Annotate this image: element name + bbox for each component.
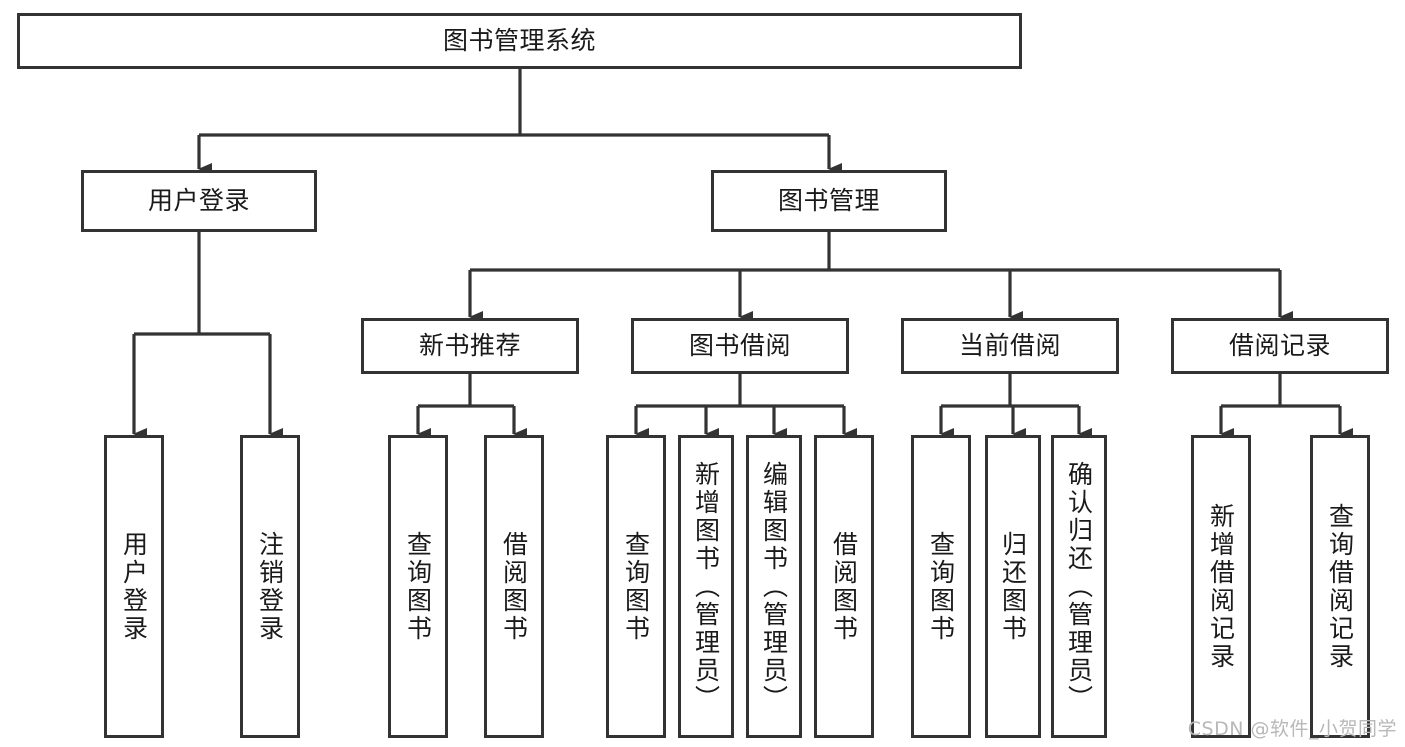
node-book-borrow[interactable]: 图书借阅 <box>631 318 849 374</box>
node-leaf-edit-book-label: 编辑图书（管理员） <box>759 460 789 713</box>
node-leaf-return-book[interactable]: 归还图书 <box>985 435 1041 738</box>
node-book-management-label: 图书管理 <box>777 186 880 216</box>
node-leaf-add-record[interactable]: 新增借阅记录 <box>1191 435 1251 738</box>
node-new-book-recommend[interactable]: 新书推荐 <box>361 318 579 374</box>
node-book-borrow-label: 图书借阅 <box>688 331 791 361</box>
node-leaf-borrow-book-2-label: 借阅图书 <box>829 530 859 643</box>
node-new-book-recommend-label: 新书推荐 <box>418 331 521 361</box>
node-leaf-query-record-label: 查询借阅记录 <box>1325 502 1355 671</box>
node-root-label: 图书管理系统 <box>442 26 596 56</box>
node-book-management[interactable]: 图书管理 <box>711 170 947 232</box>
node-leaf-borrow-book-1[interactable]: 借阅图书 <box>484 435 544 738</box>
node-leaf-borrow-book-1-label: 借阅图书 <box>499 530 529 643</box>
node-leaf-query-book-1[interactable]: 查询图书 <box>388 435 448 738</box>
watermark-text: CSDN @软件_小贺同学 <box>1187 718 1397 740</box>
node-leaf-return-book-label: 归还图书 <box>998 530 1028 643</box>
node-leaf-user-logout[interactable]: 注销登录 <box>240 435 300 738</box>
node-leaf-query-book-3[interactable]: 查询图书 <box>911 435 971 738</box>
node-leaf-query-record[interactable]: 查询借阅记录 <box>1310 435 1370 738</box>
node-leaf-confirm-return-label: 确认归还（管理员） <box>1064 460 1094 713</box>
node-borrow-record-label: 借阅记录 <box>1228 331 1331 361</box>
node-leaf-user-login-label: 用户登录 <box>119 530 149 643</box>
node-leaf-query-book-2-label: 查询图书 <box>621 530 651 643</box>
node-root[interactable]: 图书管理系统 <box>17 13 1022 69</box>
node-leaf-add-book[interactable]: 新增图书（管理员） <box>678 435 734 738</box>
node-user-login-label: 用户登录 <box>147 186 250 216</box>
node-leaf-add-record-label: 新增借阅记录 <box>1206 502 1236 671</box>
node-leaf-borrow-book-2[interactable]: 借阅图书 <box>814 435 874 738</box>
node-current-borrow-label: 当前借阅 <box>958 331 1061 361</box>
node-user-login[interactable]: 用户登录 <box>81 170 317 232</box>
node-leaf-user-login[interactable]: 用户登录 <box>104 435 164 738</box>
node-leaf-confirm-return[interactable]: 确认归还（管理员） <box>1051 435 1107 738</box>
node-leaf-query-book-2[interactable]: 查询图书 <box>606 435 666 738</box>
node-leaf-query-book-3-label: 查询图书 <box>926 530 956 643</box>
node-leaf-edit-book[interactable]: 编辑图书（管理员） <box>746 435 802 738</box>
node-current-borrow[interactable]: 当前借阅 <box>901 318 1119 374</box>
node-borrow-record[interactable]: 借阅记录 <box>1171 318 1389 374</box>
node-leaf-add-book-label: 新增图书（管理员） <box>691 460 721 713</box>
node-leaf-query-book-1-label: 查询图书 <box>403 530 433 643</box>
node-leaf-user-logout-label: 注销登录 <box>255 530 285 643</box>
